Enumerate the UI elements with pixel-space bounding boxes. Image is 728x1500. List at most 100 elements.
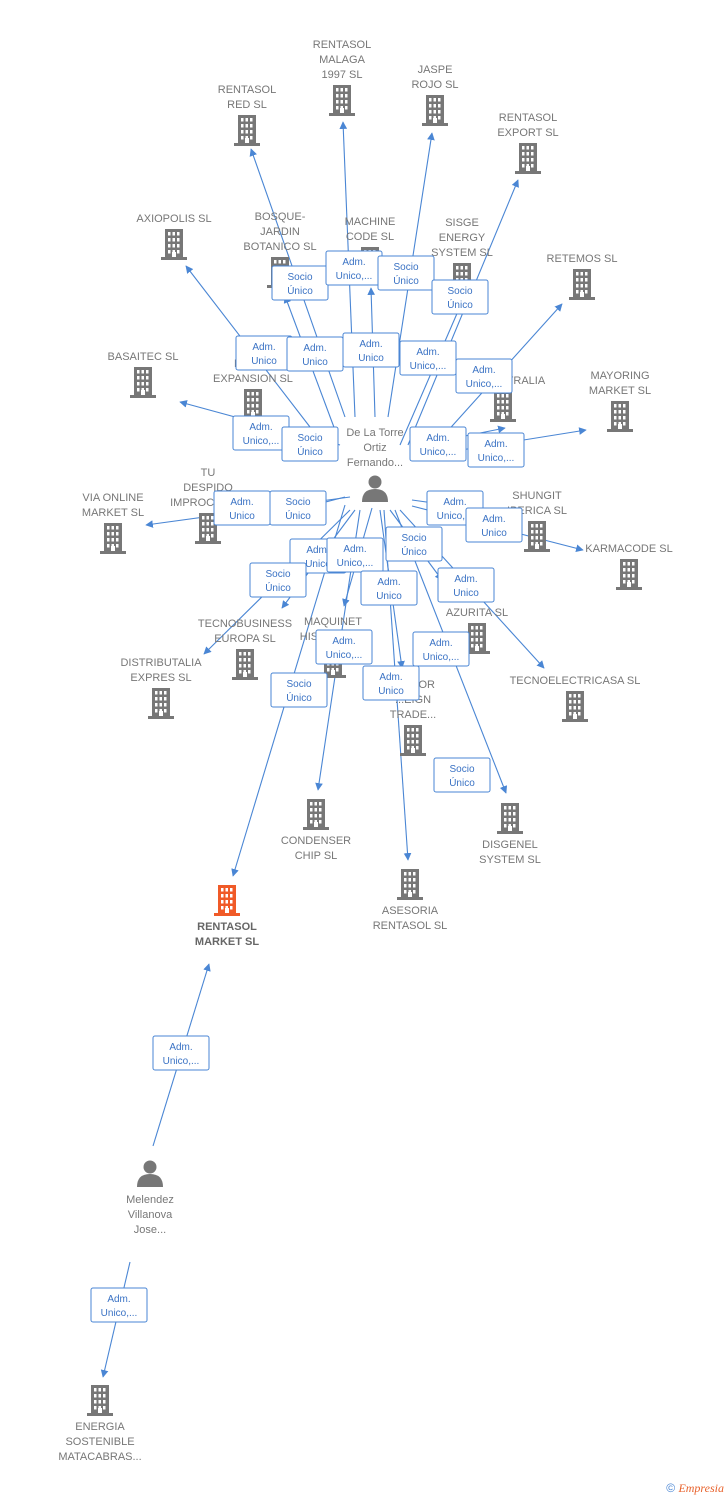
relation-label[interactable]: Adm.Unico,... (467, 432, 525, 468)
node-label-line: MAQUINET (304, 616, 362, 628)
relation-text: Único (297, 445, 323, 458)
node-label-line: TECNOBUSINESS (198, 618, 292, 630)
relation-label[interactable]: Adm. Unico (286, 336, 344, 372)
node-label-line: RENTASOL (313, 39, 371, 51)
relation-label[interactable]: Adm. Unico,... (326, 537, 384, 573)
relation-label[interactable]: Adm.Unico,... (455, 358, 513, 394)
relation-text: Único (447, 298, 473, 311)
relation-text: Adm. (303, 343, 326, 354)
company-node-axiopolis[interactable]: AXIOPOLIS SL (136, 213, 212, 260)
relation-text: Unico,... (163, 1056, 200, 1067)
relation-text: Adm. (379, 672, 402, 683)
relation-text: Unico (302, 357, 328, 368)
relation-text: Único (393, 274, 419, 287)
relation-text: Adm. (342, 257, 365, 268)
relation-box (90, 1287, 148, 1323)
relation-label[interactable]: Adm. Unico,... (152, 1035, 210, 1071)
relation-label[interactable]: Adm.Unico (342, 332, 400, 368)
node-label-line: 1997 SL (322, 69, 363, 81)
relation-label[interactable]: Adm.Unico (465, 507, 523, 543)
node-label-line: ENERGY (439, 232, 486, 244)
node-label-line: RENTASOL (197, 921, 257, 933)
company-node-tecnoelectricasa[interactable]: TECNOELECTRICASA SL (510, 675, 641, 722)
relation-box (342, 332, 400, 368)
node-label-line: SYSTEM SL (431, 247, 493, 259)
relation-text: Unico,... (337, 558, 374, 569)
node-label-line: De La Torre (346, 427, 403, 439)
relation-label[interactable]: Adm.Unico,... (399, 340, 457, 376)
company-node-azurita[interactable]: ...OLAZURITA SL (446, 592, 508, 654)
relation-label[interactable]: Adm.Unico,... (315, 629, 373, 665)
relation-label[interactable]: Adm.Unico (437, 567, 495, 603)
relation-box (433, 757, 491, 793)
relation-label[interactable]: Adm. Unico,... (325, 250, 383, 286)
company-node-malaga[interactable]: RENTASOL MALAGA 1997 SL (313, 39, 371, 116)
company-node-retemos[interactable]: RETEMOS SL (547, 253, 618, 300)
relation-label[interactable]: Adm.Unico,... (90, 1287, 148, 1323)
node-label-line: RETEMOS SL (547, 253, 618, 265)
relation-label[interactable]: Adm.Unico,... (409, 426, 467, 462)
relation-text: Adm. (359, 339, 382, 350)
relation-label[interactable]: Adm.Unico (213, 490, 271, 526)
relation-label[interactable]: Adm.Unico (362, 665, 420, 701)
relation-box (385, 526, 443, 562)
node-label-line: EUROPA SL (214, 633, 276, 645)
relation-label[interactable]: Adm.Unico (235, 335, 293, 371)
relation-text: Unico,... (243, 436, 280, 447)
relation-text: Unico,... (336, 271, 373, 282)
person-node-delatorre[interactable]: De La TorreOrtizFernando... (346, 427, 404, 502)
relation-text: Adm. (343, 544, 366, 555)
node-label-line: RENTASOL (499, 112, 557, 124)
building-icon (303, 799, 329, 830)
relation-text: Socio (286, 679, 311, 690)
relation-text: Adm. (482, 514, 505, 525)
company-node-basaitec[interactable]: BASAITEC SL (108, 351, 179, 398)
relation-text: Socio (449, 764, 474, 775)
company-node-karmacode[interactable]: KARMACODE SL (585, 543, 673, 590)
node-label-line: AXIOPOLIS SL (136, 213, 211, 225)
relation-box (412, 631, 470, 667)
relation-text: Socio (447, 286, 472, 297)
node-label-line: MALAGA (319, 54, 366, 66)
relation-text: Adm. (252, 342, 275, 353)
node-label-line: TU (201, 467, 216, 479)
node-label-line: DISTRIBUTALIA (120, 657, 202, 669)
node-label-line: MACHINE (345, 216, 396, 228)
relation-box (437, 567, 495, 603)
company-node-tecnobusiness[interactable]: TECNOBUSINESS EUROPA SL (198, 618, 292, 680)
relation-text: Adm. (169, 1042, 192, 1053)
company-node-energia[interactable]: ENERGIASOSTENIBLEMATACABRAS... (58, 1385, 142, 1463)
relation-text: Único (265, 581, 291, 594)
node-label-line: EXPANSION SL (213, 373, 293, 385)
relation-text: Adm. (429, 638, 452, 649)
relation-text: Socio (297, 433, 322, 444)
relation-label[interactable]: Adm.Unico,... (412, 631, 470, 667)
node-label-line: CONDENSER (281, 835, 351, 847)
person-node-melendez[interactable]: MelendezVillanovaJose... (126, 1160, 174, 1237)
building-icon (497, 803, 523, 834)
building-icon (214, 885, 240, 916)
relation-label[interactable]: Adm.Unico (360, 570, 418, 606)
relation-label[interactable]: Adm.Unico,... (232, 415, 290, 451)
relation-text: Adm. (443, 497, 466, 508)
footer-brand[interactable]: © Empresia (666, 1481, 724, 1496)
